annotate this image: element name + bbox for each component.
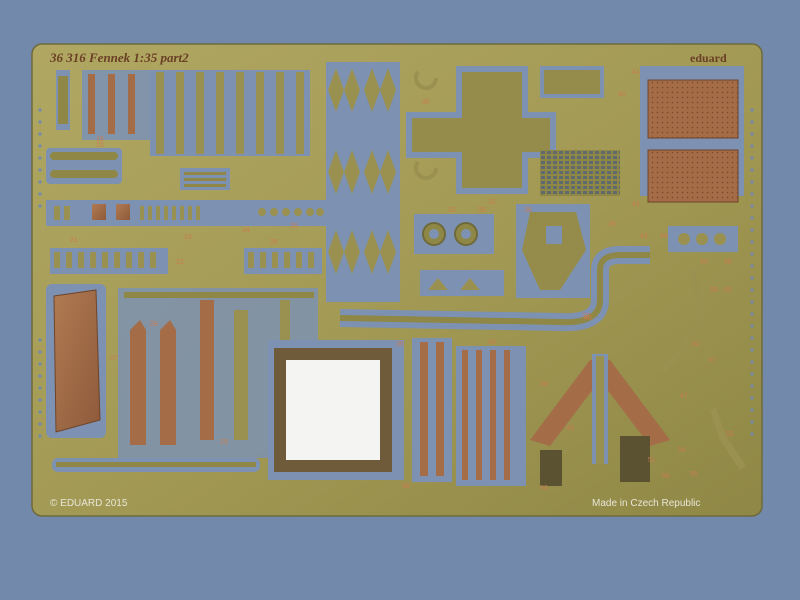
part-50-51-tripod	[530, 354, 670, 486]
part-number: 39	[608, 221, 616, 228]
part-number: 15	[96, 142, 104, 149]
part-28-copper-panel	[46, 284, 106, 438]
part-number: 34	[488, 339, 496, 346]
part-32-cross-panel	[406, 66, 620, 196]
part-number: 41	[632, 69, 640, 76]
edge-perforations-left	[38, 108, 42, 438]
part-number: 54	[678, 447, 686, 454]
part-number: 58	[402, 483, 410, 490]
part-number: 22	[176, 259, 184, 266]
part-number: 55	[690, 471, 698, 478]
part-number: 24	[242, 227, 250, 234]
part-group-diamond-links	[326, 62, 400, 302]
part-number: 52	[692, 341, 700, 348]
part-group-vertical-strips	[56, 70, 310, 156]
part-right-small-parts	[660, 226, 746, 470]
part-number: 42	[632, 201, 640, 208]
part-33-34-rings	[414, 214, 504, 296]
part-number: 47	[680, 393, 688, 400]
part-number: 29	[220, 439, 228, 446]
part-number: 57	[708, 357, 716, 364]
part-number: 60	[724, 287, 732, 294]
part-36-frame	[268, 340, 404, 480]
part-number: 28	[150, 321, 158, 328]
part-number: 26	[270, 239, 278, 246]
part-number: 27	[110, 355, 118, 362]
part-number-labels: 15 16 21 22 23 24 25 26 27 28 29 30 31 3…	[70, 69, 734, 492]
part-35-strips	[412, 338, 526, 486]
part-number: 49	[566, 425, 574, 432]
part-number: 23	[184, 234, 192, 241]
part-number: 36	[524, 207, 532, 214]
brand-logo-text: eduard	[690, 51, 727, 65]
part-16-strips	[46, 148, 122, 184]
part-number: 50	[540, 485, 548, 492]
part-number: 43	[640, 233, 648, 240]
part-number: 48	[584, 315, 592, 322]
part-number: 40	[618, 91, 626, 98]
part-number: 53	[726, 431, 734, 438]
part-number: 45	[700, 259, 708, 266]
part-31-hooks	[414, 70, 438, 180]
copyright-text: © EDUARD 2015	[50, 498, 128, 509]
part-43-44-copper-plates	[640, 66, 744, 203]
part-number: 21	[70, 237, 78, 244]
origin-text: Made in Czech Republic	[592, 498, 700, 509]
part-number: 59	[710, 287, 718, 294]
part-number: 38	[540, 381, 548, 388]
part-number: 56	[662, 473, 670, 480]
part-number: 51	[648, 457, 656, 464]
part-37-bracket	[516, 204, 590, 298]
part-number: 25	[290, 223, 298, 230]
part-number: 35	[396, 341, 404, 348]
part-number: 31	[488, 199, 496, 206]
part-number: 46	[724, 259, 732, 266]
fret-header-title: 36 316 Fennek 1:35 part2	[49, 50, 189, 65]
part-number: 30	[422, 99, 430, 106]
part-number: 16	[96, 136, 104, 143]
part-row-small-parts	[46, 168, 326, 226]
edge-perforations-right	[750, 108, 754, 436]
part-38-curved-rail	[339, 246, 650, 332]
part-number: 37	[582, 313, 590, 320]
part-row-clips	[50, 248, 322, 274]
part-number: 32	[448, 207, 456, 214]
part-number: 33	[478, 207, 486, 214]
part-number: 44	[660, 233, 668, 240]
